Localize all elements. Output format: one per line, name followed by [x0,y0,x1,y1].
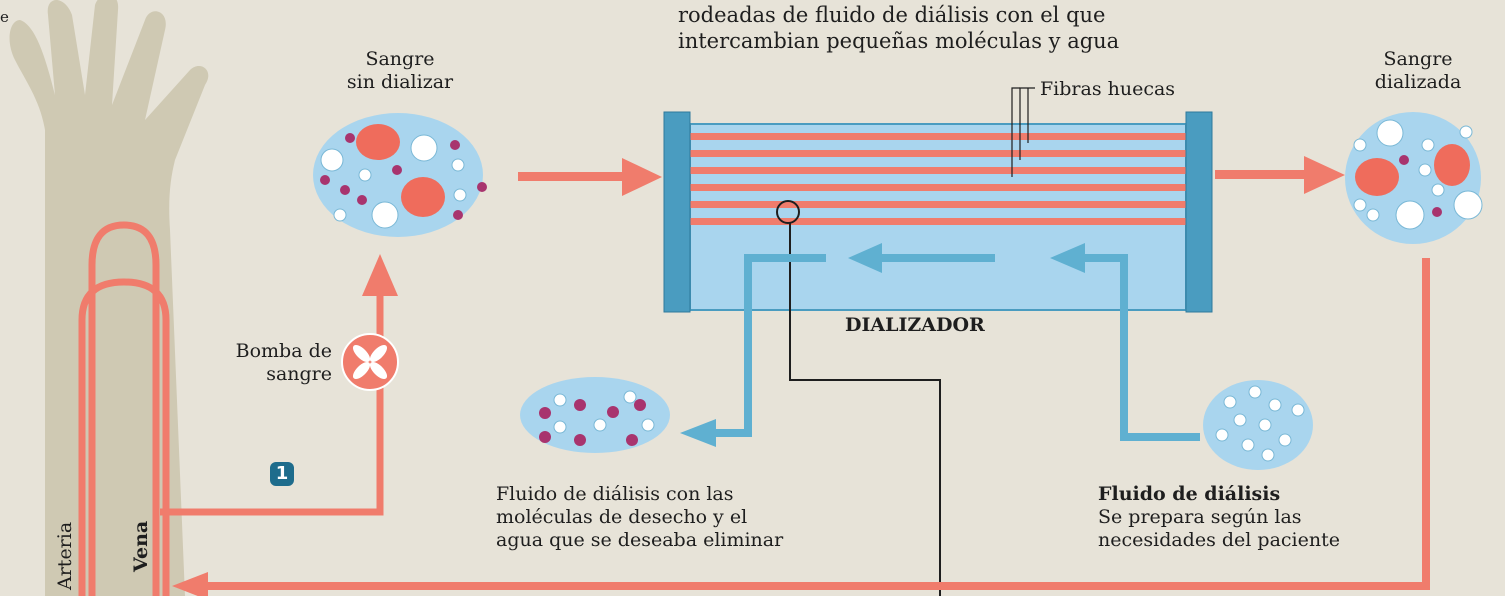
pump-label: Bomba de sangre [222,340,332,386]
waste-fluid-line-1: Fluido de diálisis con las [496,483,734,505]
unfiltered-blood-icon [313,113,487,237]
arrow-return-to-arm [172,572,208,596]
return-blood-line [200,258,1430,590]
waste-fluid-line [712,254,826,437]
dialyzed-blood-title: Sangre dializada [1358,48,1478,94]
caption-line-2: intercambian pequeñas moléculas y agua [678,29,1120,53]
fiber-zoom-leader [776,200,941,596]
dialyzer [663,111,1213,313]
fresh-fluid-line-1: Se prepara según las [1098,506,1302,528]
fibers-leader-lines [1011,87,1035,177]
dialyzed-blood-icon [1345,112,1483,244]
unfiltered-blood-line-2: sin dializar [346,71,454,93]
fresh-fluid-line-2: necesidades del paciente [1098,529,1340,551]
caption-line-1: rodeadas de fluido de diálisis con el qu… [678,3,1106,27]
fresh-fluid-icon [1203,380,1313,470]
arrow-up-to-blood [362,254,398,296]
waste-fluid-caption: Fluido de diálisis con las moléculas de … [496,483,783,552]
waste-fluid-line-3: agua que se deseaba eliminar [496,529,784,551]
arrow-out-of-dialyzer [1215,156,1345,194]
arrow-to-waste [680,419,716,447]
artery-label: Arteria [54,521,76,590]
arm-illustration [9,0,209,596]
pump-label-line-1: Bomba de [235,340,332,362]
fresh-fluid-line [1090,254,1200,441]
vein-label: Vena [130,520,152,572]
dialyzed-blood-line-1: Sangre [1383,48,1453,70]
dialyzer-label: DIALIZADOR [845,314,985,336]
waste-fluid-icon [520,377,670,453]
dialyzed-blood-line-2: dializada [1374,71,1462,93]
fresh-fluid-caption: Fluido de diálisis Se prepara según las … [1098,483,1340,552]
unfiltered-blood-line-1: Sangre [365,48,435,70]
edge-letter: e [0,8,9,26]
fibers-label: Fibras huecas [1040,78,1176,100]
fresh-fluid-title: Fluido de diálisis [1098,483,1281,505]
pump-label-line-2: sangre [266,363,332,385]
waste-fluid-line-2: moléculas de desecho y el [496,506,748,528]
step-badge: 1 [270,462,294,486]
pump-fan-icon [341,333,399,391]
unfiltered-blood-title: Sangre sin dializar [340,48,460,94]
blood-access-loops [78,221,170,596]
arrow-into-dialyzer [518,158,662,196]
